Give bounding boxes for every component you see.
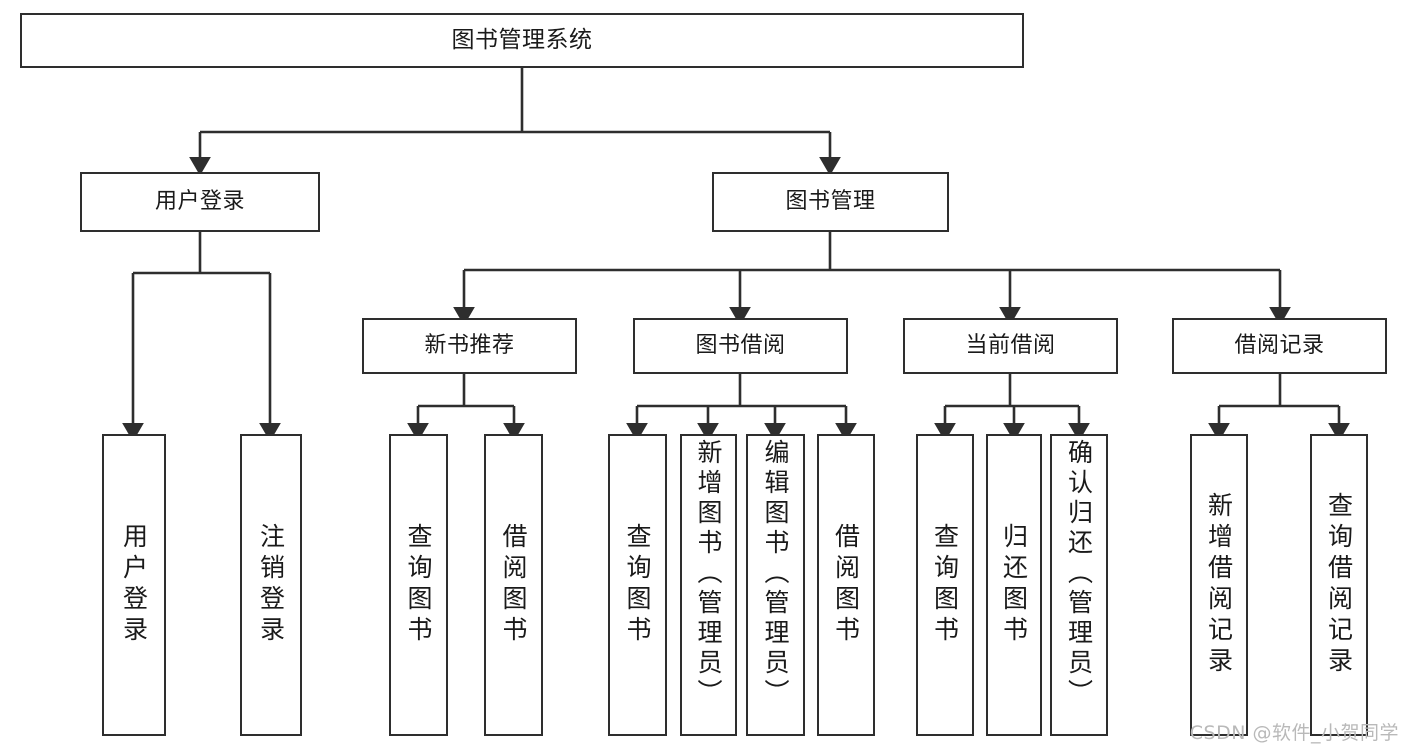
node-label: 借阅图书 — [499, 523, 528, 647]
leaf-add-book-admin[interactable]: 新增图书（管理员） — [680, 434, 737, 736]
node-label: 用户登录 — [119, 523, 149, 647]
leaf-query-book-borrow[interactable]: 查询图书 — [608, 434, 667, 736]
node-book-borrow[interactable]: 图书借阅 — [633, 318, 848, 374]
node-label: 查询图书 — [623, 523, 652, 647]
csdn-watermark: CSDN @软件_小贺同学 — [1189, 722, 1399, 744]
leaf-query-borrow-record[interactable]: 查询借阅记录 — [1310, 434, 1368, 736]
node-book-management[interactable]: 图书管理 — [712, 172, 949, 232]
node-label: 用户登录 — [154, 189, 245, 215]
node-label: 查询图书 — [404, 523, 433, 647]
node-user-login[interactable]: 用户登录 — [80, 172, 320, 232]
node-label: 新增图书（管理员） — [694, 439, 723, 709]
node-label: 确认归还（管理员） — [1064, 439, 1094, 709]
node-new-book-recommend[interactable]: 新书推荐 — [362, 318, 577, 374]
leaf-return-book[interactable]: 归还图书 — [986, 434, 1042, 736]
leaf-lend-book[interactable]: 借阅图书 — [817, 434, 875, 736]
leaf-user-login[interactable]: 用户登录 — [102, 434, 166, 736]
node-label: 归还图书 — [999, 523, 1029, 647]
leaf-logout[interactable]: 注销登录 — [240, 434, 302, 736]
node-label: 图书管理系统 — [451, 27, 593, 54]
node-label: 注销登录 — [256, 523, 286, 647]
node-root-system[interactable]: 图书管理系统 — [20, 13, 1024, 68]
leaf-confirm-return-admin[interactable]: 确认归还（管理员） — [1050, 434, 1108, 736]
node-label: 查询借阅记录 — [1324, 492, 1354, 678]
node-label: 编辑图书（管理员） — [761, 439, 790, 709]
node-label: 新增借阅记录 — [1204, 492, 1234, 678]
node-current-borrow[interactable]: 当前借阅 — [903, 318, 1118, 374]
node-borrow-record[interactable]: 借阅记录 — [1172, 318, 1387, 374]
node-label: 新书推荐 — [424, 333, 515, 359]
leaf-query-book-recommend[interactable]: 查询图书 — [389, 434, 448, 736]
node-label: 当前借阅 — [965, 333, 1056, 359]
node-label: 查询图书 — [930, 523, 960, 647]
node-label: 图书借阅 — [695, 333, 786, 359]
node-label: 借阅记录 — [1234, 333, 1325, 359]
node-label: 借阅图书 — [831, 523, 861, 647]
leaf-query-book-current[interactable]: 查询图书 — [916, 434, 974, 736]
node-label: 图书管理 — [785, 189, 876, 215]
leaf-add-borrow-record[interactable]: 新增借阅记录 — [1190, 434, 1248, 736]
leaf-borrow-book-recommend[interactable]: 借阅图书 — [484, 434, 543, 736]
leaf-edit-book-admin[interactable]: 编辑图书（管理员） — [746, 434, 805, 736]
